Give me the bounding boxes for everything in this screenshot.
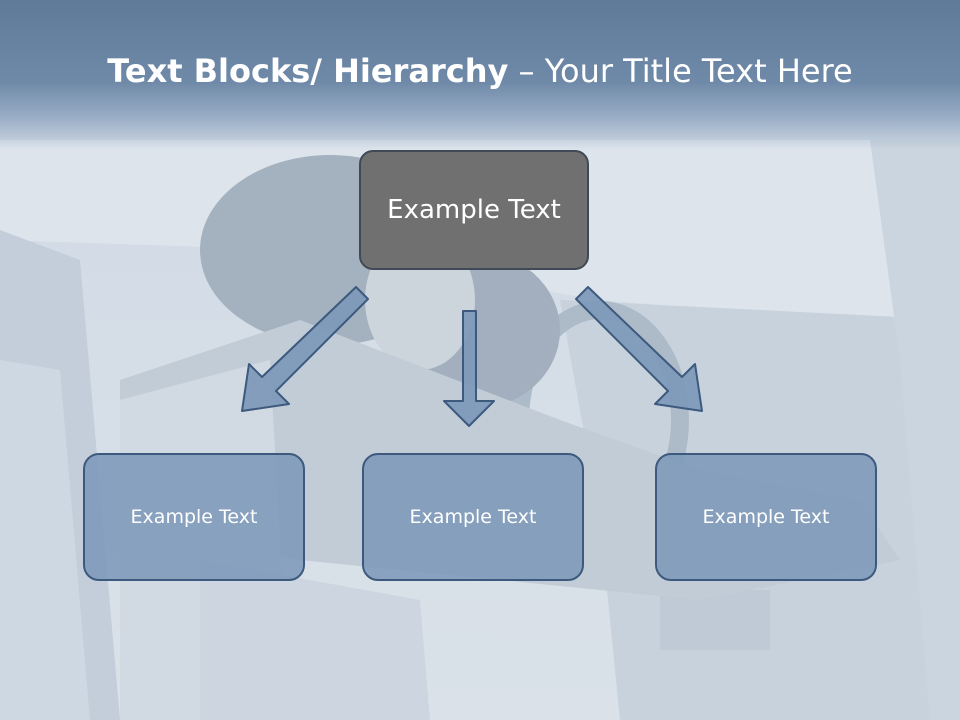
- arrow-right: [575, 286, 703, 412]
- title-band: [0, 0, 960, 150]
- child-node-label: Example Text: [409, 506, 537, 528]
- title-separator: –: [508, 52, 545, 90]
- child-node-label: Example Text: [130, 506, 258, 528]
- child-node-1[interactable]: Example Text: [83, 453, 305, 581]
- arrow-center: [443, 310, 495, 427]
- child-node-label: Example Text: [702, 506, 830, 528]
- child-node-2[interactable]: Example Text: [362, 453, 584, 581]
- title-rest-part: Your Title Text Here: [544, 52, 853, 90]
- root-node[interactable]: Example Text: [359, 150, 589, 270]
- title-bold-part: Text Blocks/ Hierarchy: [107, 52, 509, 90]
- child-node-3[interactable]: Example Text: [655, 453, 877, 581]
- arrow-left: [241, 286, 369, 412]
- slide-title: Text Blocks/ Hierarchy – Your Title Text…: [0, 52, 960, 90]
- root-node-label: Example Text: [387, 195, 561, 225]
